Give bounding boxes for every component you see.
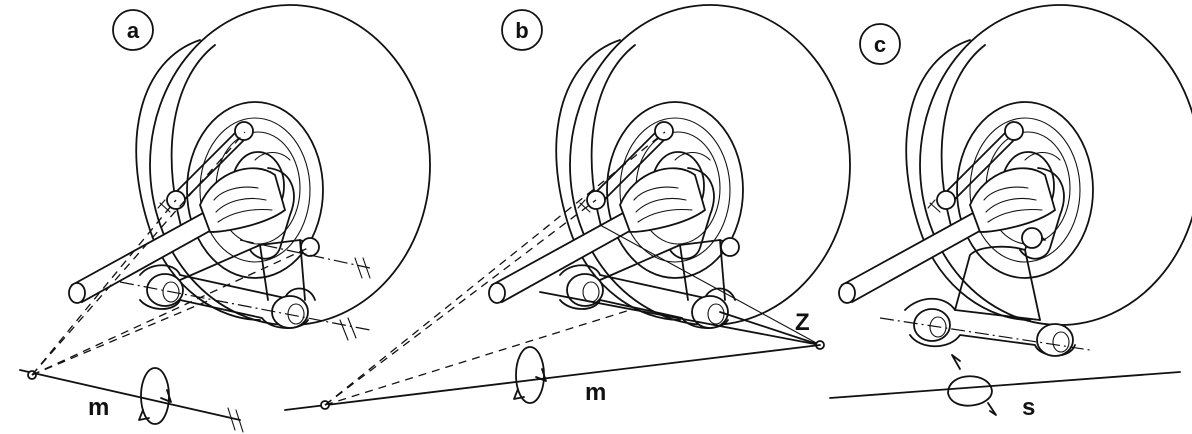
badge-c-label: c: [874, 32, 886, 57]
badge-b-label: b: [515, 18, 528, 43]
badge-a: [112, 9, 154, 51]
panel-a: a m: [19, 4, 431, 433]
panel-c: c s: [829, 4, 1192, 421]
axis-label-s: s: [1022, 394, 1035, 421]
axis-label-b: m: [585, 379, 606, 406]
badge-a-label: a: [127, 18, 140, 43]
axis-label-a: m: [88, 394, 109, 421]
badge-b: [501, 9, 543, 51]
panel-b: b m Z: [284, 4, 851, 411]
badge-c: [859, 23, 901, 65]
point-label-z: Z: [795, 309, 810, 336]
